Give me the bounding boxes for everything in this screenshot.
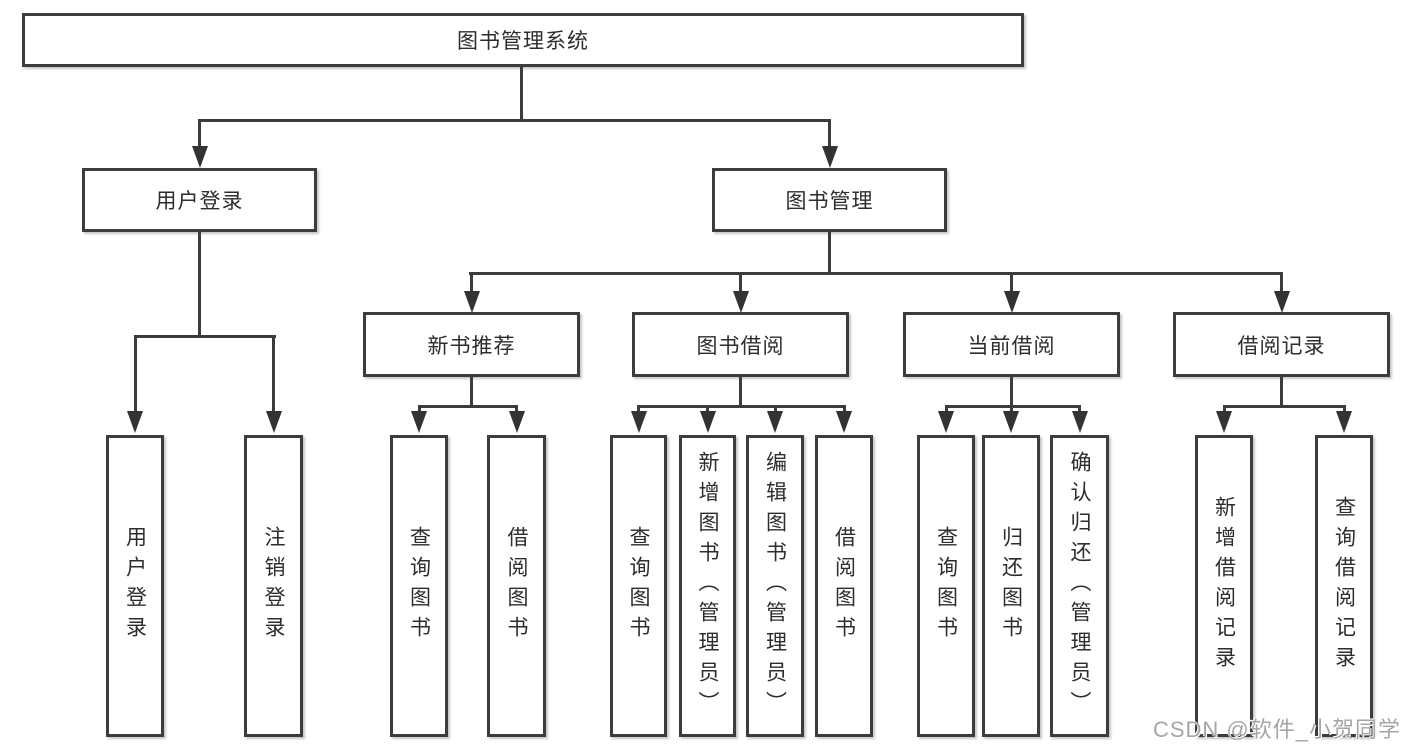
node-root: 图书管理系统 <box>22 13 1024 67</box>
connector-drop-borrow <box>739 272 742 294</box>
arrow-down-g5-2 <box>1336 411 1352 433</box>
connector-book-management-stem <box>828 231 831 274</box>
connector-borrow-stem <box>739 376 742 407</box>
node-current-borrow-label: 当前借阅 <box>967 334 1056 358</box>
connector-records-hline <box>1222 405 1346 408</box>
arrow-down-user-login <box>191 146 208 168</box>
node-current-borrow: 当前借阅 <box>903 312 1120 377</box>
arrow-down-g5-1 <box>1216 411 1232 433</box>
node-borrow-records-label: 借阅记录 <box>1237 334 1326 358</box>
leaf-query-books-current-label: 查询图书 <box>934 526 958 646</box>
connector-drop-book-management <box>828 119 831 149</box>
leaf-return-books-label: 归还图书 <box>999 526 1023 646</box>
node-book-borrow-label: 图书借阅 <box>696 334 785 358</box>
connector-current-stem <box>1010 376 1013 407</box>
leaf-logout: 注销登录 <box>244 435 303 737</box>
leaf-add-borrow-record-label: 新增借阅记录 <box>1212 496 1236 676</box>
arrow-down-recommend <box>463 291 480 313</box>
leaf-query-borrow-record: 查询借阅记录 <box>1315 435 1373 737</box>
arrow-down-g3-2 <box>699 411 716 433</box>
connector-drop-g3-1 <box>637 405 640 415</box>
leaf-query-books-borrow-label: 查询图书 <box>627 526 650 646</box>
csdn-watermark: CSDN @软件_小贺同学 <box>1152 717 1401 742</box>
connector-drop-g4-3 <box>1078 405 1081 415</box>
connector-drop-g5-2 <box>1342 405 1346 415</box>
connector-drop-g4-1 <box>944 405 948 415</box>
leaf-user-login-label: 用户登录 <box>123 526 147 646</box>
arrow-down-current <box>1003 291 1020 313</box>
arrow-down-g4-2 <box>1003 411 1019 433</box>
node-book-borrow: 图书借阅 <box>632 312 849 377</box>
leaf-confirm-return-admin: 确认归还（管理员） <box>1050 435 1109 737</box>
leaf-query-books-borrow: 查询图书 <box>610 435 667 737</box>
arrow-down-borrow <box>732 291 749 313</box>
node-root-label: 图书管理系统 <box>457 30 589 53</box>
leaf-logout-label: 注销登录 <box>262 526 285 646</box>
arrow-down-g4-3 <box>1071 411 1088 433</box>
leaf-query-borrow-record-label: 查询借阅记录 <box>1332 496 1356 676</box>
connector-records-stem <box>1280 376 1283 407</box>
connector-drop-g3-4 <box>842 405 846 415</box>
connector-drop-current <box>1010 272 1013 294</box>
leaf-user-login: 用户登录 <box>106 435 164 737</box>
arrow-down-g2-2 <box>508 411 525 433</box>
node-borrow-records: 借阅记录 <box>1173 312 1390 377</box>
connector-borrow-hline <box>637 405 846 408</box>
leaf-borrow-books-label: 借阅图书 <box>832 526 856 646</box>
connector-recommend-stem <box>470 376 473 407</box>
node-book-management: 图书管理 <box>712 168 947 232</box>
leaf-borrow-books-recommend-label: 借阅图书 <box>505 526 528 646</box>
connector-user-login-stem <box>198 231 201 337</box>
arrow-down-g3-4 <box>836 411 852 433</box>
connector-drop-g3-3 <box>773 405 777 415</box>
connector-recommend-hline <box>417 405 518 408</box>
node-new-book-recommend: 新书推荐 <box>363 312 580 377</box>
node-book-management-label: 图书管理 <box>785 190 874 213</box>
connector-drop-g2-2 <box>515 405 518 415</box>
leaf-add-borrow-record: 新增借阅记录 <box>1195 435 1253 737</box>
connector-drop-user-login <box>198 119 201 149</box>
connector-drop-g2-1 <box>417 405 421 415</box>
leaf-edit-book-admin-label: 编辑图书（管理员） <box>763 451 787 721</box>
leaf-query-books-recommend: 查询图书 <box>390 435 448 737</box>
connector-drop-records <box>1280 272 1283 294</box>
arrow-down-g3-3 <box>767 411 783 433</box>
connector-current-hline <box>944 405 1081 408</box>
connector-drop-g5-1 <box>1222 405 1226 415</box>
arrow-down-book-management <box>821 146 838 168</box>
leaf-confirm-return-admin-label: 确认归还（管理员） <box>1068 451 1091 721</box>
leaf-add-book-admin: 新增图书（管理员） <box>679 435 736 737</box>
connector-drop-g3-2 <box>706 405 709 415</box>
arrow-down-g2-1 <box>411 411 427 433</box>
connector-drop-g4-2 <box>1009 405 1013 415</box>
connector-drop-leaf-logout <box>272 335 275 415</box>
arrow-down-leaf-login <box>127 411 143 433</box>
connector-login-hline <box>133 335 276 338</box>
connector-level1-hline <box>198 119 831 122</box>
node-user-login: 用户登录 <box>82 168 317 232</box>
node-user-login-label: 用户登录 <box>155 190 244 213</box>
node-new-book-recommend-label: 新书推荐 <box>427 334 516 358</box>
connector-drop-recommend <box>470 272 473 294</box>
connector-level2-hline <box>469 272 1283 275</box>
connector-root-stem <box>520 66 523 122</box>
leaf-edit-book-admin: 编辑图书（管理员） <box>746 435 804 737</box>
arrow-down-g4-1 <box>938 411 954 433</box>
arrow-down-g3-1 <box>630 411 647 433</box>
leaf-add-book-admin-label: 新增图书（管理员） <box>696 451 719 721</box>
leaf-return-books: 归还图书 <box>982 435 1040 737</box>
leaf-query-books-recommend-label: 查询图书 <box>407 526 431 646</box>
leaf-query-books-current: 查询图书 <box>917 435 975 737</box>
connector-drop-leaf-login <box>133 335 137 415</box>
leaf-borrow-books-recommend: 借阅图书 <box>487 435 546 737</box>
arrow-down-records <box>1273 291 1290 313</box>
arrow-down-leaf-logout <box>265 411 282 433</box>
leaf-borrow-books: 借阅图书 <box>815 435 873 737</box>
